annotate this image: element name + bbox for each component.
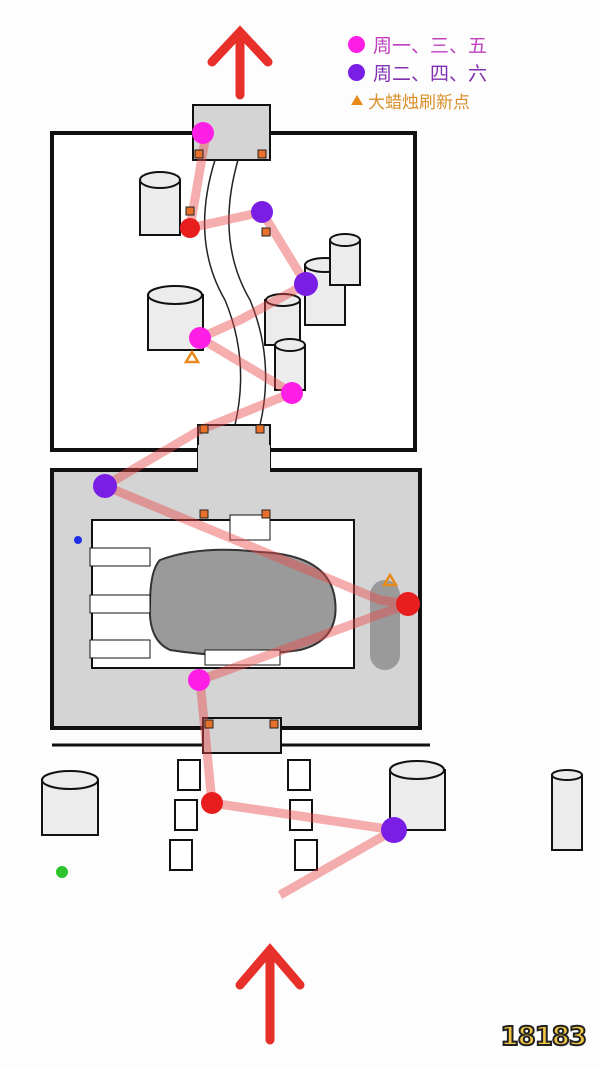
- candle-triangle-icon: [183, 349, 399, 587]
- arrow-up-icon: [207, 25, 305, 1045]
- magenta-dot-icon: [348, 35, 365, 53]
- legend-candle-label: 大蜡烛刷新点: [368, 92, 470, 113]
- markers-mwf: [188, 122, 303, 691]
- legend-tts-label: 周二、四、六: [373, 62, 488, 85]
- markers-tts: [93, 201, 407, 843]
- triangle-icon: [351, 95, 363, 105]
- bottom-gate: [202, 717, 282, 754]
- markers-red: [180, 218, 420, 814]
- legend: 周一、三、五 周二、四、六 大蜡烛刷新点: [348, 30, 487, 114]
- purple-dot-icon: [348, 63, 365, 81]
- legend-mwf: 周一、三、五: [348, 30, 487, 58]
- site-logo: 18183: [500, 1021, 588, 1053]
- legend-tts: 周二、四、六: [348, 58, 487, 86]
- legend-candle: 大蜡烛刷新点: [348, 86, 487, 114]
- top-room: [50, 131, 417, 452]
- cylinders: [41, 171, 583, 851]
- legend-mwf-label: 周一、三、五: [373, 34, 488, 57]
